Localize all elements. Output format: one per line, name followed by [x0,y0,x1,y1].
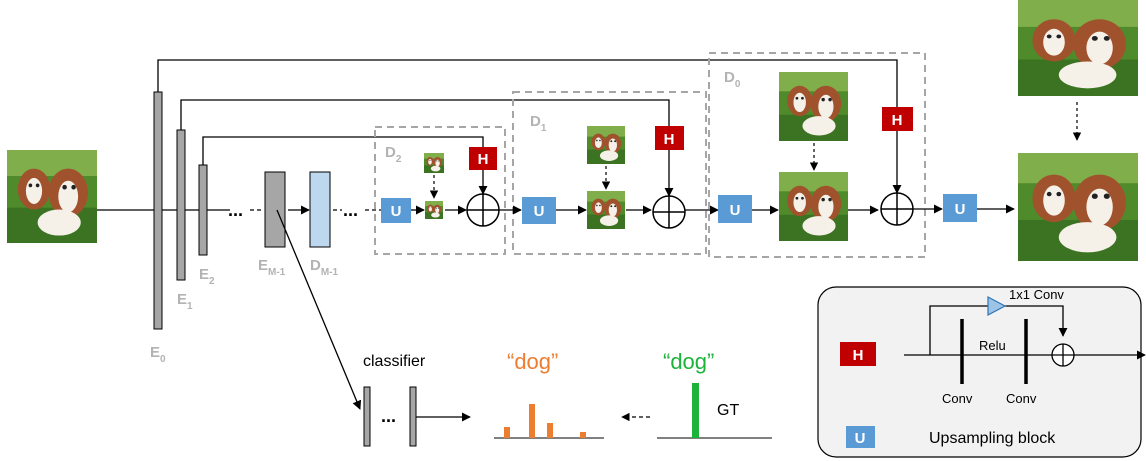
legend-u-block [846,426,875,448]
label-e2: E2 [199,266,215,287]
gt-label: GT [717,402,739,419]
prediction-label: “dog” [507,349,558,374]
u-block-d2 [381,198,411,223]
prediction-bar [504,427,510,438]
encoder-bar-e1 [176,129,186,281]
prediction-bar [547,423,553,438]
h-block-d2-letter: H [478,151,489,168]
prediction-bar [580,432,586,438]
legend-conv-a: Conv [942,391,973,406]
decoder-frame-d2 [374,126,506,255]
classifier-bar-2 [409,386,417,447]
u-block-final-letter: U [955,201,966,218]
dog-photo-d2-skip [424,153,444,173]
input-dog-image [7,150,97,243]
u-block-d1-letter: U [534,203,545,220]
label-d1: D1 [530,113,547,134]
target-dog-image [1018,0,1138,96]
h-block-d2 [469,147,497,170]
label-e1: E1 [177,291,193,312]
prediction-bar [529,404,535,438]
u-block-d2-letter: U [391,203,402,220]
label-e0: E0 [150,344,166,365]
h-block-d1 [655,126,684,150]
skip-e2-to-d2 [202,136,484,165]
label-d2: D2 [385,144,402,165]
decoder-frame-d0 [708,52,926,258]
decoder-bar-dm1 [309,171,331,248]
legend-h-block [840,342,876,366]
circled-plus-icon [880,192,914,226]
ground-truth-bar [692,383,699,438]
encoder-bar-e2 [198,164,208,256]
legend-h-letter: H [853,347,864,364]
output-dog-image [1018,153,1138,261]
u-block-d0 [718,195,752,223]
dog-photo-d1-skip [587,126,625,164]
dog-photo-d1-up [587,191,625,229]
legend-u-letter: U [855,430,866,447]
encoder-bar-e0 [153,91,163,330]
u-block-d1 [522,197,556,224]
skip-e1-to-d1 [180,99,670,130]
classifier-label: classifier [363,353,426,370]
circled-plus-icon [466,193,500,227]
legend-conv-b: Conv [1006,391,1037,406]
h-block-d1-letter: H [664,131,675,148]
ellipsis-decoders: ... [343,200,358,220]
legend-1x1-conv: 1x1 Conv [1009,287,1064,302]
ground-truth-label: “dog” [663,349,714,374]
dog-photo-d0-skip [779,72,848,141]
triangle-icon [987,296,1007,316]
u-block-d0-letter: U [730,202,741,219]
encoder-bar-em1 [264,171,286,248]
dog-photo-d2-up [425,201,443,219]
u-block-final [943,194,977,222]
legend-upsampling: Upsampling block [929,430,1056,447]
h-block-d0-letter: H [892,112,903,129]
legend-relu: Relu [979,338,1006,353]
h-block-d0 [882,107,913,131]
decoder-frame-d1 [512,91,707,255]
skip-e0-to-d0 [157,59,898,109]
label-dm1: DM-1 [310,257,339,278]
classifier-bar-1 [363,386,371,447]
circled-plus-icon [1051,343,1075,367]
ellipsis-classifier: ... [381,406,396,426]
arrow-to-classifier [276,209,362,410]
label-em1: EM-1 [258,257,286,278]
dog-photo-d0-up [779,172,848,241]
ellipsis-encoders: ... [228,200,243,220]
circled-plus-icon [652,195,686,229]
label-d0: D0 [724,69,741,90]
